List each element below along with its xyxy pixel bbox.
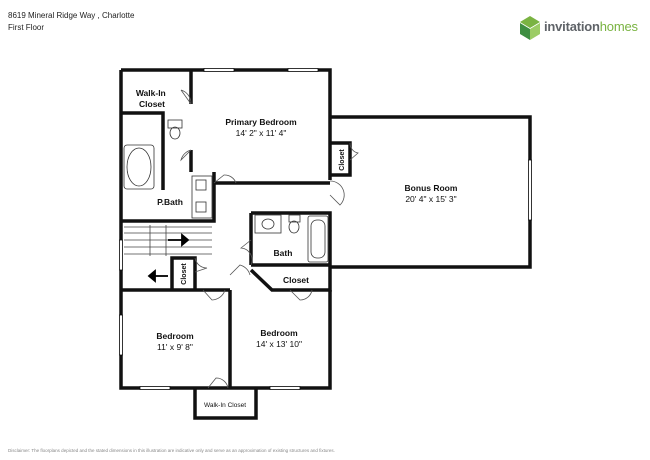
logo-wordmark: invitationhomes (544, 19, 638, 34)
label-line-1: Walk-In (136, 88, 166, 98)
invitation-homes-logo: invitationhomes (519, 16, 639, 42)
sink (195, 179, 207, 191)
window (119, 314, 123, 356)
door-swing (207, 377, 229, 389)
wall (251, 211, 332, 267)
door-swing (213, 174, 237, 184)
walk-in-closet-bottom-label: Walk-In Closet (204, 402, 246, 409)
door-swing (180, 89, 192, 105)
label-line-2: Closet (139, 99, 165, 109)
tub-basin (310, 219, 326, 259)
closet-right-label: Closet (339, 149, 346, 171)
toilet-fixture (167, 119, 183, 129)
bath-label: Bath (274, 248, 293, 258)
primary-bedroom-dims: 14' 2" x 11' 4" (236, 128, 287, 138)
logo-mark-icon (520, 16, 540, 40)
primary-bedroom-label: Primary Bedroom (225, 117, 297, 127)
door-swing (229, 264, 251, 276)
sink (261, 218, 275, 230)
sink (195, 201, 207, 213)
wall (170, 256, 197, 290)
bedroom-left-label: Bedroom (156, 331, 194, 341)
tub-basin (126, 147, 152, 187)
toilet-fixture (288, 214, 301, 223)
window (119, 239, 123, 271)
door-swing (329, 180, 345, 206)
property-address: 8619 Mineral Ridge Way , Charlotte (8, 11, 135, 20)
floor-label: First Floor (8, 23, 44, 32)
bonus-room-dims: 20' 4" x 15' 3" (405, 194, 456, 204)
door-swing (289, 289, 313, 301)
wall (330, 141, 352, 177)
bedroom-right-dims: 14' x 13' 10" (256, 339, 302, 349)
vanity-fixture (191, 175, 213, 219)
bathtub-fixture (307, 215, 329, 263)
walk-in-closet-top-label: Walk-In Closet (136, 88, 168, 109)
bedroom-right-label: Bedroom (260, 328, 298, 338)
window (139, 386, 171, 390)
closet-stairs-label: Closet (181, 263, 188, 285)
wall (121, 111, 165, 137)
bonus-room-label: Bonus Room (405, 183, 458, 193)
toilet-bowl (288, 220, 300, 234)
wall (249, 267, 332, 292)
window (203, 68, 235, 72)
door-swing (180, 149, 192, 162)
window (528, 159, 532, 221)
disclaimer-text: Disclaimer: The floorplans depicted and … (8, 448, 335, 453)
closet-hall-label: Closet (283, 275, 309, 285)
vanity-fixture (254, 214, 282, 234)
p-bath-label: P.Bath (157, 197, 183, 207)
window (269, 386, 301, 390)
door-swing (202, 289, 226, 301)
bedroom-left-dims: 11' x 9' 8" (157, 342, 193, 352)
door-swing (349, 142, 359, 161)
wall (193, 388, 258, 420)
window (287, 68, 319, 72)
door-swing (194, 257, 208, 273)
wall (121, 172, 216, 223)
bathtub-fixture (123, 144, 155, 190)
stairs (124, 225, 212, 256)
toilet-bowl (169, 126, 181, 140)
door-swing (239, 239, 253, 266)
